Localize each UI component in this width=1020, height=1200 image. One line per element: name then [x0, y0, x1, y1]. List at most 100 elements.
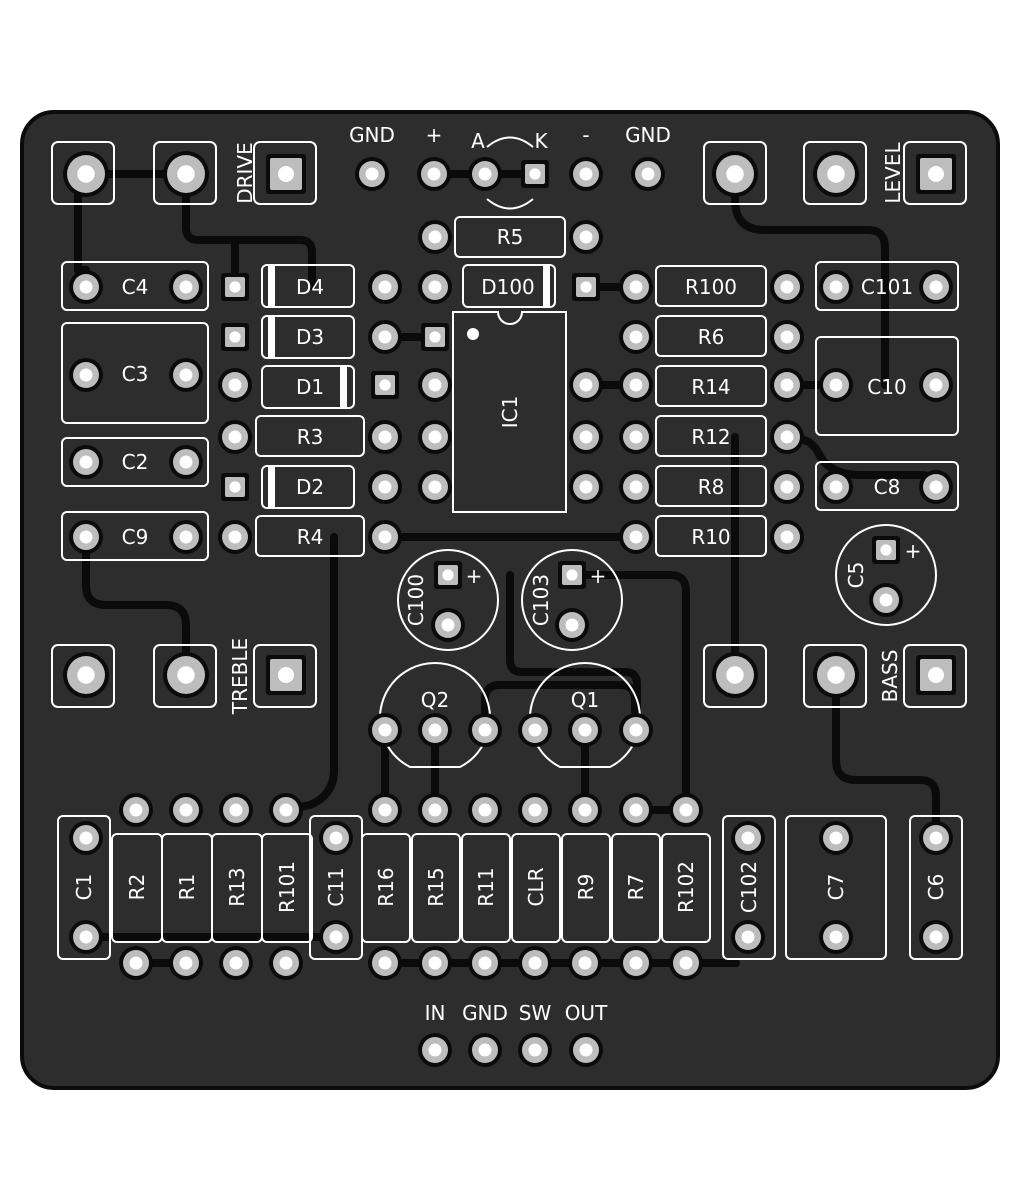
component-pad — [619, 368, 653, 402]
ref-r13: R13 — [225, 867, 249, 906]
pads — [63, 151, 956, 1067]
component-pad — [219, 946, 253, 980]
component-pad — [169, 358, 203, 392]
label-bass: BASS — [878, 650, 902, 703]
component-pad — [69, 270, 103, 304]
component-pad — [819, 470, 853, 504]
ref-d100: D100 — [481, 275, 535, 299]
component-pad — [819, 920, 853, 954]
ref-r14: R14 — [691, 375, 730, 399]
component-pad — [169, 445, 203, 479]
component-pad — [368, 420, 402, 454]
component-square-pad — [371, 371, 399, 399]
component-pad — [518, 946, 552, 980]
component-square-pad — [221, 273, 249, 301]
component-pad — [569, 1033, 603, 1067]
component-pad — [619, 470, 653, 504]
component-pad — [368, 270, 402, 304]
component-pad — [418, 270, 452, 304]
component-pad — [69, 520, 103, 554]
component-pad — [770, 520, 804, 554]
component-pad — [119, 946, 153, 980]
component-pad — [418, 470, 452, 504]
power-pad — [569, 157, 603, 191]
component-pad — [770, 368, 804, 402]
component-pad — [431, 608, 465, 642]
component-pad — [731, 920, 765, 954]
ref-q1: Q1 — [571, 688, 599, 712]
ref-c6: C6 — [924, 874, 948, 901]
ref-ic1: IC1 — [498, 396, 522, 429]
ref-c3: C3 — [122, 362, 149, 386]
component-pad — [555, 608, 589, 642]
component-pad — [919, 470, 953, 504]
component-pad — [669, 793, 703, 827]
component-pad — [770, 320, 804, 354]
ref-c2: C2 — [122, 450, 149, 474]
ref-r11: R11 — [474, 867, 498, 906]
ic-pin1-dot — [467, 328, 479, 340]
component-pad — [568, 946, 602, 980]
component-pad — [919, 368, 953, 402]
ref-c100: C100 — [404, 574, 428, 626]
ref-r12: R12 — [691, 425, 730, 449]
component-square-pad — [558, 561, 586, 589]
ref-r3: R3 — [297, 425, 324, 449]
component-pad — [518, 793, 552, 827]
component-pad — [368, 713, 402, 747]
ref-c5: C5 — [844, 562, 868, 589]
component-pad — [418, 793, 452, 827]
pot-pad — [712, 652, 758, 698]
pot-pad — [63, 652, 109, 698]
component-pad — [770, 470, 804, 504]
power-pad — [355, 157, 389, 191]
component-pad — [69, 920, 103, 954]
component-square-pad — [434, 561, 462, 589]
component-pad — [619, 793, 653, 827]
component-pad — [218, 420, 252, 454]
label-plus: + — [426, 123, 443, 147]
ref-c8: C8 — [874, 475, 901, 499]
ref-clr: CLR — [524, 867, 548, 906]
component-pad — [418, 946, 452, 980]
ref-d3: D3 — [296, 325, 324, 349]
component-pad — [169, 793, 203, 827]
component-pad — [619, 420, 653, 454]
component-pad — [218, 520, 252, 554]
component-pad — [368, 793, 402, 827]
label-treble: TREBLE — [228, 638, 252, 715]
component-pad — [368, 520, 402, 554]
component-pad — [69, 445, 103, 479]
power-pad — [631, 157, 665, 191]
label-out: OUT — [565, 1001, 608, 1025]
ref-c10: C10 — [867, 375, 906, 399]
ref-r7: R7 — [624, 874, 648, 901]
silkscreen-labels: DRIVE LEVEL TREBLE BASS GND + A K - GND … — [72, 123, 948, 1025]
component-square-pad — [872, 536, 900, 564]
pot-pad — [712, 151, 758, 197]
polarity-c103: + — [590, 564, 607, 588]
component-pad — [619, 946, 653, 980]
component-square-pad — [221, 473, 249, 501]
ref-r100: R100 — [685, 275, 737, 299]
ref-c1: C1 — [72, 874, 96, 901]
component-pad — [669, 946, 703, 980]
component-pad — [418, 220, 452, 254]
component-pad — [770, 270, 804, 304]
ref-d2: D2 — [296, 475, 324, 499]
ref-r5: R5 — [497, 225, 524, 249]
label-minus: - — [582, 123, 589, 147]
component-pad — [269, 946, 303, 980]
ref-r16: R16 — [374, 867, 398, 906]
ref-r4: R4 — [297, 525, 324, 549]
component-pad — [69, 821, 103, 855]
component-pad — [418, 1033, 452, 1067]
component-square-pad — [421, 323, 449, 351]
component-pad — [418, 713, 452, 747]
pot-pad — [163, 151, 209, 197]
label-k: K — [534, 129, 548, 153]
ref-r15: R15 — [424, 867, 448, 906]
polarity-c100: + — [466, 564, 483, 588]
component-pad — [568, 713, 602, 747]
